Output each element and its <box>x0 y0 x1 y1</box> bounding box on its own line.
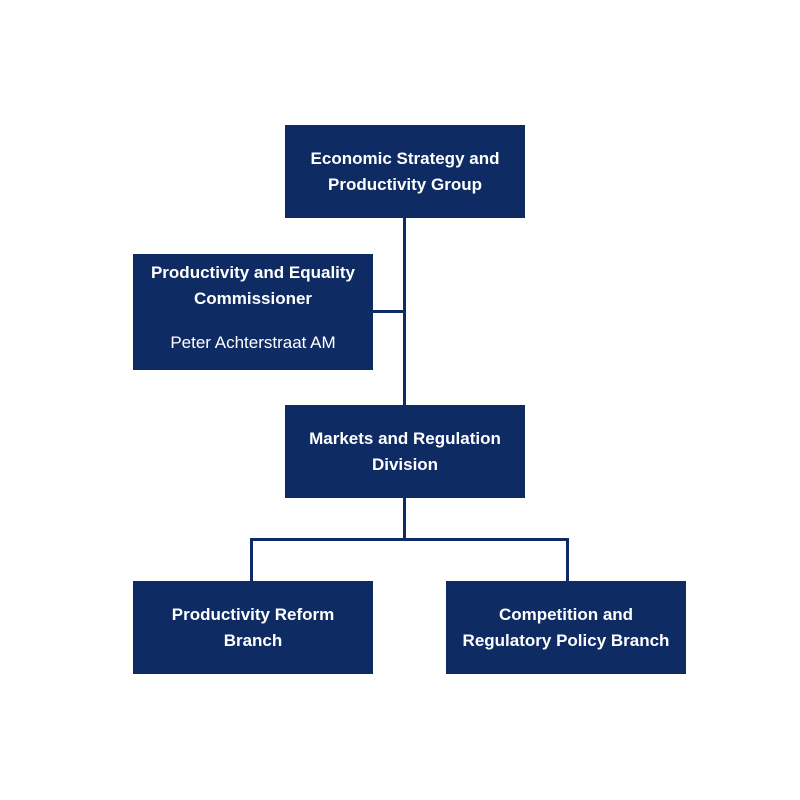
node-title: Markets and Regulation Division <box>309 428 501 474</box>
connector-commissioner <box>373 310 405 313</box>
node-person-name: Peter Achterstraat AM <box>170 333 336 352</box>
connector-reform-branch <box>250 538 253 581</box>
node-title: Competition and Regulatory Policy Branch <box>462 604 670 650</box>
node-title: Productivity and Equality Commissioner <box>150 263 356 308</box>
node-competition-branch: Competition and Regulatory Policy Branch <box>446 581 686 674</box>
node-economic-strategy-group: Economic Strategy and Productivity Group <box>285 125 525 218</box>
node-commissioner: Productivity and Equality Commissioner P… <box>133 254 373 370</box>
node-title: Economic Strategy and Productivity Group <box>310 148 500 194</box>
node-markets-regulation-division: Markets and Regulation Division <box>285 405 525 498</box>
connector-division-down <box>403 498 406 540</box>
node-title: Productivity Reform Branch <box>171 604 335 650</box>
connector-branches-horizontal <box>250 538 569 541</box>
connector-competition-branch <box>566 538 569 581</box>
node-productivity-reform-branch: Productivity Reform Branch <box>133 581 373 674</box>
